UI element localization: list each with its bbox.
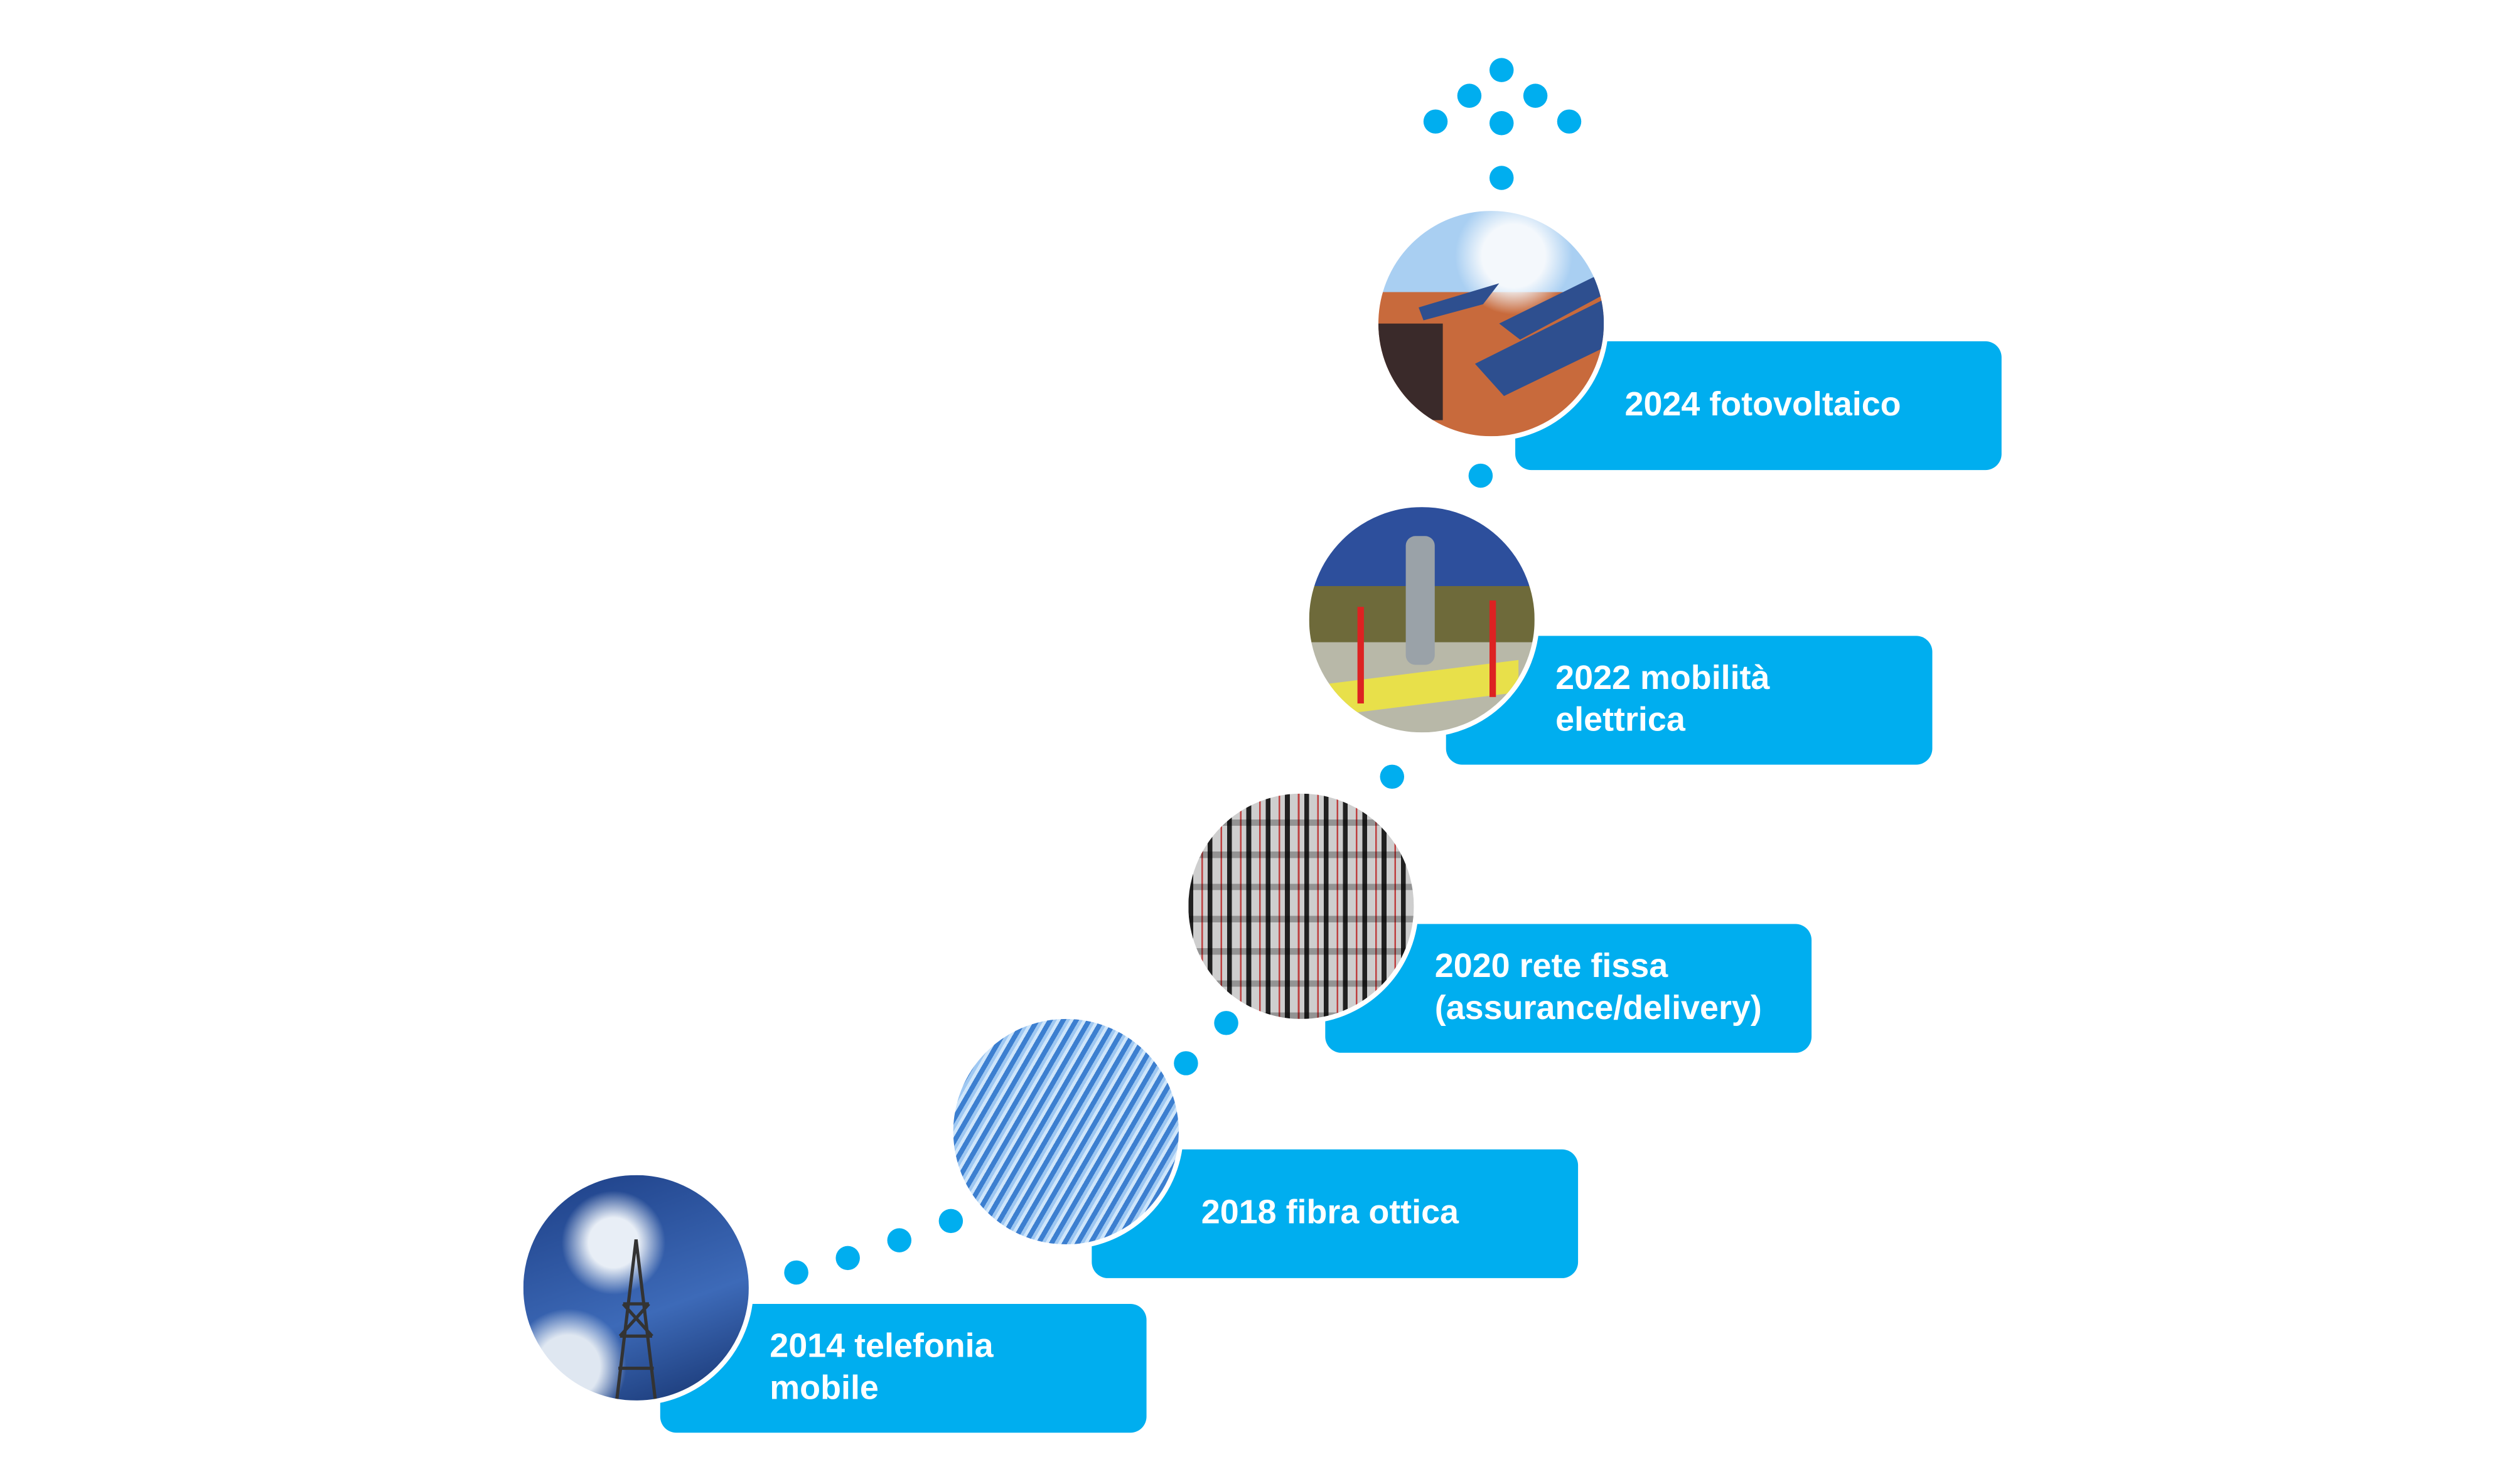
optical-fiber-photo [948, 1014, 1184, 1249]
ev-charging-station-photo [1304, 502, 1540, 737]
connector-dot [886, 1227, 911, 1252]
milestone-title: 2014 telefonia [770, 1328, 994, 1365]
connector-dot [938, 1208, 962, 1232]
milestone-subtitle: elettrica [1555, 702, 1685, 739]
milestone-title: 2024 fotovoltaico [1624, 386, 1901, 424]
connector-dot [783, 1259, 808, 1284]
milestone-title: 2022 mobilità [1555, 659, 1770, 697]
milestone-title: 2020 rete fissa [1434, 948, 1668, 986]
telecom-tower-photo [518, 1170, 754, 1406]
connector-dot [835, 1245, 859, 1269]
connector-dot [1468, 462, 1492, 488]
connector-dot [1488, 164, 1513, 190]
solar-panels-roof-photo [1373, 206, 1609, 441]
milestone-subtitle: mobile [770, 1370, 879, 1407]
connector-dot [1213, 1010, 1238, 1035]
milestone-subtitle: (assurance/delivery) [1434, 990, 1762, 1027]
connector-dot [1379, 764, 1404, 788]
connector-dot [1173, 1050, 1198, 1075]
milestone-title: 2018 fibra ottica [1201, 1194, 1459, 1232]
network-patch-panel-photo [1183, 789, 1419, 1024]
